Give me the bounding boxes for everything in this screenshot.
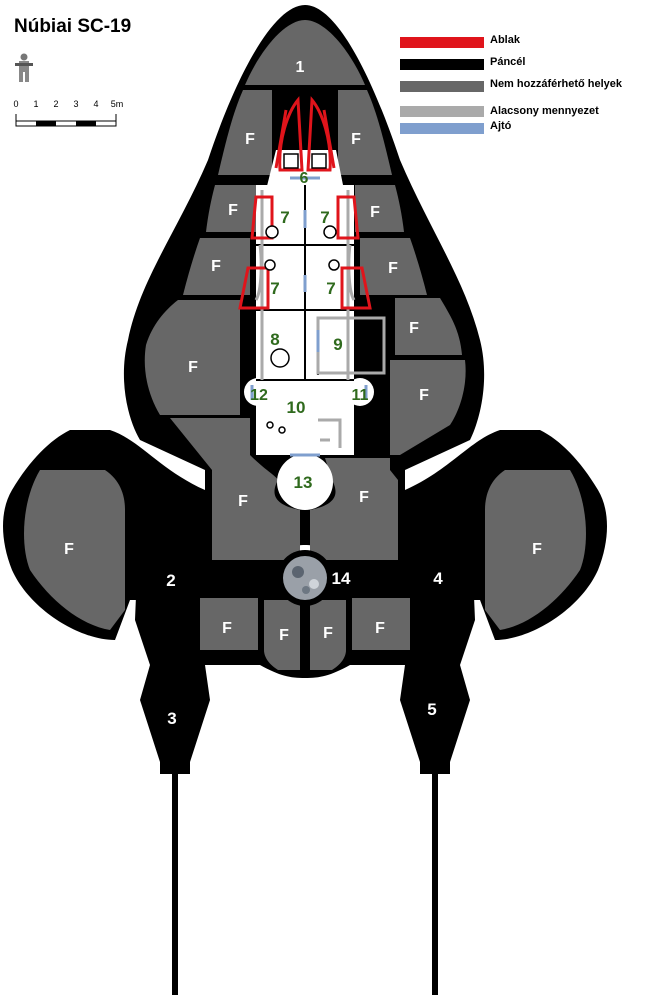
- area-label-4: 4: [433, 569, 443, 588]
- area-label-f-13: F: [279, 627, 289, 644]
- area-f-7: [144, 300, 240, 415]
- area-label-f-8: F: [409, 320, 419, 337]
- doors: [250, 176, 368, 457]
- legend-item-low-ceiling: Alacsony mennyezet: [398, 100, 638, 120]
- low-ceiling: [254, 190, 386, 448]
- scale-tick-0: 0: [13, 99, 18, 109]
- engine-block: [135, 500, 475, 762]
- soldier-figure-icon: [15, 53, 33, 82]
- area-label-f-2: F: [351, 131, 361, 148]
- right-wing-armor: [405, 430, 607, 640]
- legend-item-window: Ablak: [398, 34, 638, 56]
- area-f-4: [355, 185, 404, 232]
- window-right-2: [340, 266, 372, 310]
- legend-label-door: Ajtó: [490, 120, 512, 132]
- area-f-5: [183, 238, 250, 295]
- scale-tick-1: 1: [33, 99, 38, 109]
- left-boom: [172, 770, 178, 995]
- scale-tick-3: 3: [73, 99, 78, 109]
- area-label-f-left-wing: F: [64, 541, 74, 558]
- legend-item-armor: Páncél: [398, 56, 638, 78]
- scale-bar: 0 1 2 3 4 5m: [13, 53, 124, 127]
- area-label-f-10: F: [238, 493, 248, 510]
- windows: [238, 96, 372, 310]
- legend-swatch-armor: [400, 59, 484, 70]
- legend-label-low-ceiling: Alacsony mennyezet: [490, 105, 599, 117]
- right-boom: [432, 770, 438, 995]
- area-f-left-wing: [24, 470, 126, 630]
- scale-tick-2: 2: [53, 99, 58, 109]
- area-f-3: [206, 185, 256, 232]
- area-label-7-d: 7: [326, 279, 335, 298]
- legend-label-inaccessible: Nem hozzáférhető helyek: [490, 78, 623, 90]
- area-label-3: 3: [167, 709, 176, 728]
- area-label-5: 5: [427, 700, 436, 719]
- area-f-1: [218, 90, 272, 175]
- room-13: [277, 454, 333, 510]
- area-label-7-b: 7: [320, 208, 329, 227]
- area-f-11: [310, 458, 398, 560]
- area-label-f-14: F: [323, 625, 333, 642]
- area-label-f-12: F: [222, 620, 232, 637]
- cockpit-window-left: [278, 96, 304, 172]
- legend-swatch-window: [400, 37, 484, 48]
- area-f-8: [395, 298, 462, 355]
- area-label-7-a: 7: [280, 208, 289, 227]
- area-label-f-15: F: [375, 620, 385, 637]
- interior-floor: [244, 150, 374, 510]
- window-left-1: [250, 195, 274, 240]
- left-wing-armor: [3, 430, 205, 640]
- area-1: [245, 20, 365, 85]
- area-label-9: 9: [333, 335, 342, 354]
- legend: Ablak Páncél Nem hozzáférhető helyek Ala…: [398, 34, 638, 142]
- area-f-14: [310, 600, 346, 670]
- area-label-12: 12: [250, 387, 268, 404]
- legend-swatch-door: [400, 123, 484, 134]
- area-f-2: [338, 90, 392, 175]
- area-label-11: 11: [352, 387, 369, 404]
- partitions: [256, 185, 354, 381]
- area-label-f-6: F: [388, 260, 398, 277]
- cockpit-floor: [266, 150, 344, 190]
- area-f-13: [264, 600, 300, 670]
- area-label-f-3: F: [228, 202, 238, 219]
- area-label-f-7: F: [188, 359, 198, 376]
- scale-ruler: [15, 114, 117, 127]
- area-f-6: [360, 238, 427, 295]
- area-label-f-right-wing: F: [532, 541, 542, 558]
- area-label-14: 14: [332, 569, 351, 588]
- area-label-8: 8: [270, 330, 279, 349]
- legend-item-door: Ajtó: [398, 120, 638, 142]
- fixtures: [264, 153, 340, 434]
- area-label-f-1: F: [245, 131, 255, 148]
- legend-label-window: Ablak: [490, 34, 520, 46]
- area-label-10: 10: [287, 398, 306, 417]
- area-f-right-wing: [485, 470, 586, 630]
- area-label-13: 13: [294, 473, 313, 492]
- area-label-1: 1: [296, 59, 305, 76]
- legend-item-inaccessible: Nem hozzáférhető helyek: [398, 78, 638, 100]
- window-left-2: [238, 266, 270, 310]
- area-label-6: 6: [300, 170, 309, 187]
- area-f-15: [352, 598, 410, 650]
- room-14-orb: [277, 550, 333, 606]
- area-f-10: [170, 418, 300, 560]
- scale-tick-5: 5m: [111, 99, 124, 109]
- area-label-2: 2: [166, 571, 175, 590]
- diagram-title: Núbiai SC-19: [14, 16, 132, 37]
- window-right-1: [336, 195, 360, 240]
- scale-tick-4: 4: [93, 99, 98, 109]
- area-label-f-9: F: [419, 387, 429, 404]
- area-label-f-11: F: [359, 489, 369, 506]
- area-label-f-5: F: [211, 258, 221, 275]
- cockpit-window-right: [306, 96, 332, 172]
- legend-swatch-low-ceiling: [400, 106, 484, 117]
- area-f-9: [390, 360, 466, 455]
- area-f-12: [200, 598, 258, 650]
- legend-label-armor: Páncél: [490, 56, 526, 68]
- area-label-f-4: F: [370, 204, 380, 221]
- area-label-7-c: 7: [270, 279, 279, 298]
- legend-swatch-inaccessible: [400, 81, 484, 92]
